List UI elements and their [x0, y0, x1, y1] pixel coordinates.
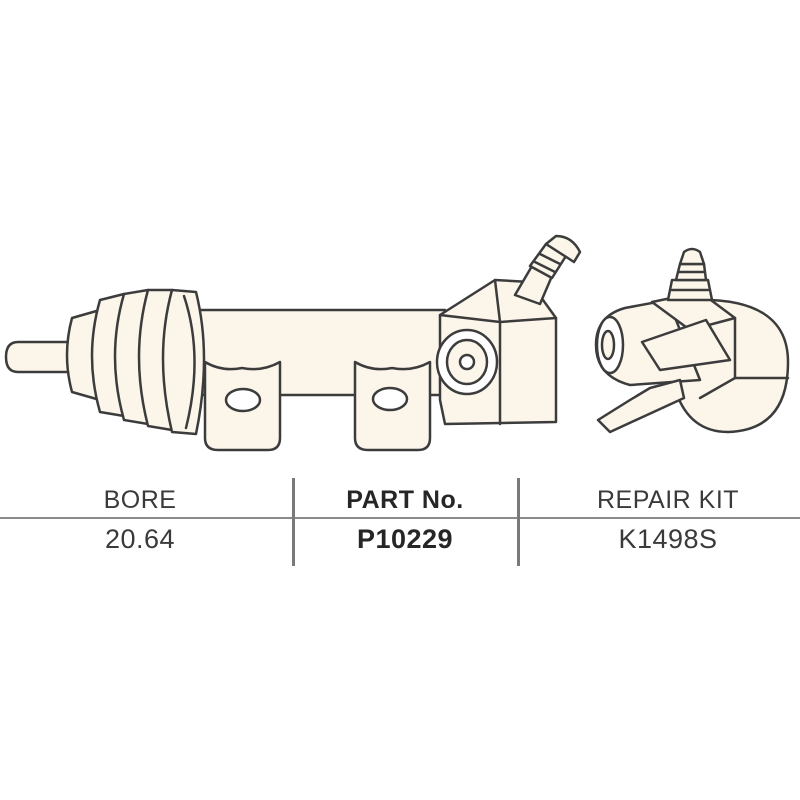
spec-divider-2 [517, 478, 520, 566]
spec-divider-1 [292, 478, 295, 566]
part-number-value: P10229 [356, 524, 454, 554]
mounting-lug-left [203, 360, 282, 452]
side-bleeder-screw [666, 247, 714, 302]
push-rod [4, 340, 72, 374]
bleeder-screw [513, 234, 582, 306]
repair-kit-value: K1498S [618, 524, 718, 554]
mounting-lug-right [353, 360, 432, 452]
dust-boot [65, 288, 206, 436]
outlet-side-view [594, 290, 790, 434]
bore-label: BORE [103, 486, 177, 514]
outlet-head [435, 278, 558, 426]
spec-row-rule [0, 517, 800, 519]
part-number-label: PART No. [346, 486, 464, 514]
repair-kit-label: REPAIR KIT [596, 486, 740, 514]
bore-value: 20.64 [104, 524, 176, 554]
